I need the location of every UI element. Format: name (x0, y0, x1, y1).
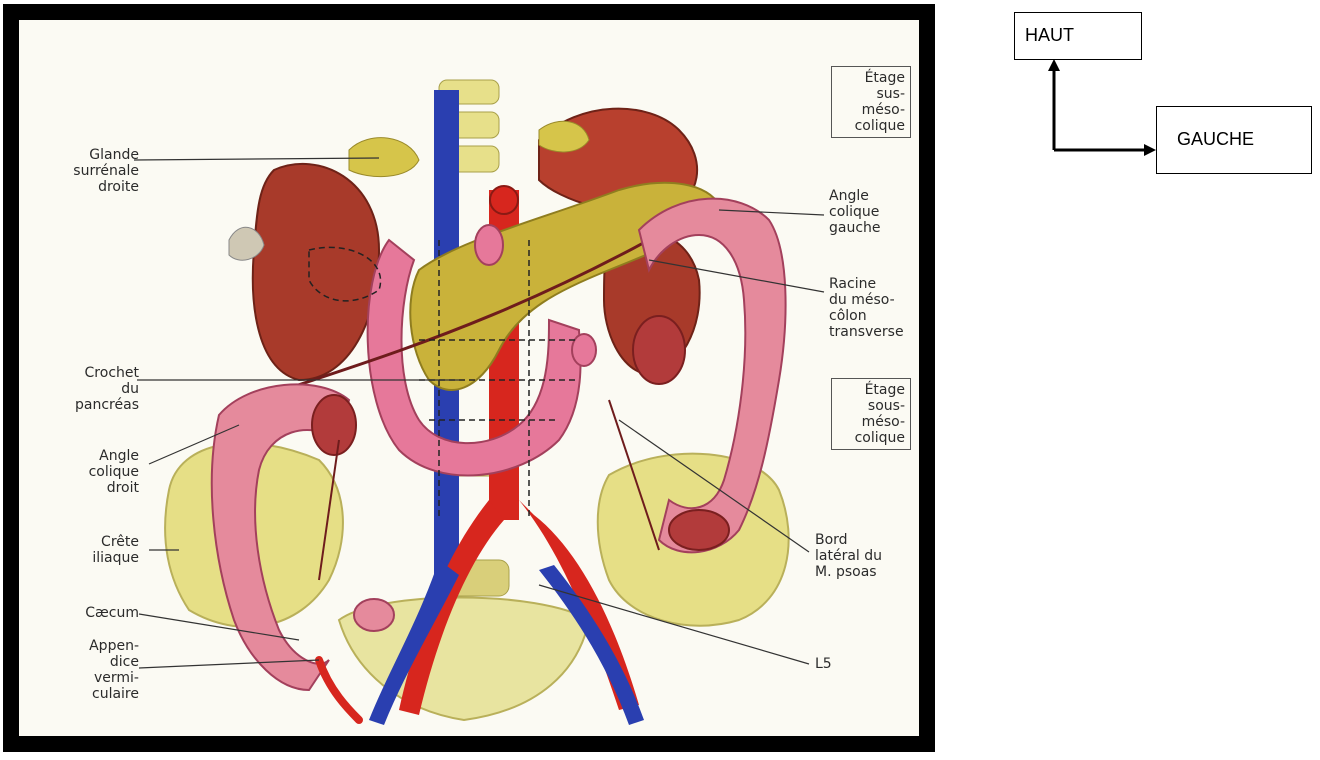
right-adrenal (349, 138, 419, 177)
box-etage-sous-mesocolique: Étage sous- méso- colique (831, 378, 911, 450)
transverse-colon-cut-right (312, 395, 356, 455)
right-kidney (253, 164, 379, 380)
box-etage-sus-mesocolique: Étage sus- méso- colique (831, 66, 911, 138)
transverse-colon-cut-left (633, 316, 685, 384)
label-crochet-pancreas: Crochet du pancréas (39, 365, 139, 413)
label-glande-surrenale: Glande surrénale droite (39, 147, 139, 195)
label-angle-colique-droit: Angle colique droit (39, 448, 139, 496)
gauche-box: GAUCHE (1156, 106, 1312, 174)
superior-mesenteric-vessel-cut (475, 225, 503, 265)
haut-label: HAUT (1025, 25, 1074, 45)
caecum-cut (354, 599, 394, 631)
haut-box: HAUT (1014, 12, 1142, 60)
label-l5: L5 (815, 656, 875, 672)
label-bord-psoas: Bord latéral du M. psoas (815, 532, 915, 580)
label-appendice: Appen- dice vermi- culaire (39, 638, 139, 702)
figure-frame: Glande surrénale droite Crochet du pancr… (3, 4, 935, 752)
celiac-trunk-cut (490, 186, 518, 214)
label-racine-mesocolon: Racine du méso- côlon transverse (829, 276, 919, 340)
sigmoid-cut (669, 510, 729, 550)
gauche-label: GAUCHE (1177, 129, 1254, 149)
mesenteric-cut (572, 334, 596, 366)
anatomy-figure: Glande surrénale droite Crochet du pancr… (19, 20, 919, 736)
label-caecum: Cæcum (39, 605, 139, 621)
anatomy-illustration (19, 20, 919, 736)
label-crete-iliaque: Crête iliaque (39, 534, 139, 566)
up-arrow (1048, 59, 1060, 150)
label-angle-colique-gauche: Angle colique gauche (829, 188, 919, 236)
right-arrow (1054, 144, 1156, 156)
box-sus-text: Étage sus- méso- colique (832, 67, 910, 137)
orientation-arrows (1040, 55, 1160, 160)
box-sous-text: Étage sous- méso- colique (832, 379, 910, 449)
appendix (319, 660, 359, 720)
